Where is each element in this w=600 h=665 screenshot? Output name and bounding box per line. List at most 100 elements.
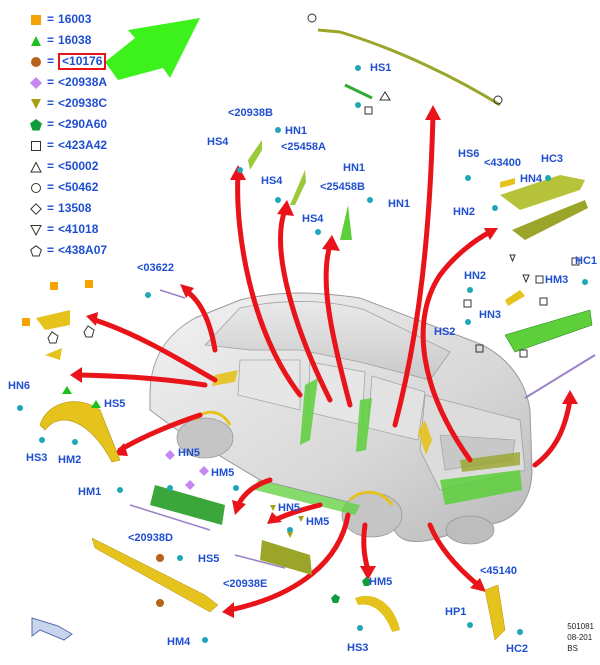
square-icon [30, 13, 42, 25]
pentagon-outline-icon [30, 244, 42, 257]
callout-20938d: <20938D [128, 532, 173, 544]
legend-row: =<20938C [30, 94, 107, 112]
legend-row: =<50002 [30, 157, 98, 175]
legend-equals: = [47, 201, 55, 215]
callout-hn1: HN1 [285, 125, 308, 137]
legend-row: =<423A42 [30, 136, 107, 154]
circle-outline-icon [30, 181, 42, 193]
callout-hm5: HM5 [369, 576, 393, 588]
red-arrows [77, 112, 573, 613]
diamond-outline-icon [30, 202, 42, 215]
callout-hs2: HS2 [434, 326, 456, 338]
triangle-outline-icon [30, 160, 42, 173]
legend-equals: = [47, 54, 55, 68]
callout-hn3: HN3 [479, 309, 502, 321]
view-direction-arrow [31, 617, 73, 641]
diamond-icon [30, 76, 42, 89]
callout-hs3: HS3 [26, 452, 48, 464]
callout-hm4: HM4 [167, 636, 191, 648]
callout-hm1: HM1 [78, 486, 102, 498]
callout-hn4: HN4 [520, 173, 543, 185]
callout-hm3: HM3 [545, 274, 569, 286]
legend-equals: = [47, 33, 55, 47]
part-symbols [22, 13, 580, 607]
callout-43400: <43400 [484, 157, 522, 169]
legend-code: <423A42 [58, 138, 108, 152]
highlight-arrow [105, 18, 200, 80]
callout-hm2: HM2 [58, 454, 82, 466]
legend-code: <41018 [58, 222, 99, 236]
legend-code: 16038 [58, 33, 92, 47]
legend-row: =<20938A [30, 73, 107, 91]
callout-hm5: HM5 [211, 467, 235, 479]
legend-code: <50462 [58, 180, 99, 194]
callout-hn2: HN2 [464, 270, 487, 282]
callout-hc1: HC1 [575, 255, 598, 267]
triangle-up-icon [30, 34, 42, 46]
callout-hc3: HC3 [541, 153, 564, 165]
legend-equals: = [47, 222, 55, 236]
legend-row: =13508 [30, 199, 91, 217]
callout-hn2: HN2 [453, 206, 476, 218]
callout-hs4: HS4 [302, 213, 324, 225]
legend-equals: = [47, 117, 55, 131]
legend-code-highlighted: <10176 [58, 52, 107, 70]
callout-hn1: HN1 [343, 162, 366, 174]
callout-hm5: HM5 [306, 516, 330, 528]
legend-code: <290A60 [58, 117, 108, 131]
callout-hn5: HN5 [278, 502, 301, 514]
callout-hn6: HN6 [8, 380, 31, 392]
callout-hs3: HS3 [347, 642, 369, 654]
callout-45140: <45140 [480, 565, 518, 577]
legend-equals: = [47, 96, 55, 110]
callout-25458b: <25458B [320, 181, 365, 193]
legend-row: =<290A60 [30, 115, 107, 133]
callout-hs4: HS4 [207, 136, 229, 148]
legend-code: <50002 [58, 159, 99, 173]
callout-hs5: HS5 [104, 398, 126, 410]
callout-25458a: <25458A [281, 141, 326, 153]
callout-hs4: HS4 [261, 175, 283, 187]
legend-code: <20938C [58, 96, 108, 110]
legend-code: <438A07 [58, 243, 108, 257]
clip-markers [17, 65, 588, 643]
triangle-down-icon [30, 97, 42, 109]
circle-icon [30, 55, 42, 67]
callout-hc2: HC2 [506, 643, 529, 655]
legend-row: =<50462 [30, 178, 98, 196]
triangle-down-outline-icon [30, 223, 42, 237]
parts [36, 28, 596, 641]
reference-number: 501081 [567, 622, 594, 631]
legend-equals: = [47, 138, 55, 152]
red-arrowheads [70, 105, 578, 618]
callout-hs5: HS5 [198, 553, 220, 565]
callout-hn1: HN1 [388, 198, 411, 210]
reference-date: 08-201 [567, 633, 593, 642]
callout-20938b: <20938B [228, 107, 273, 119]
legend-equals: = [47, 75, 55, 89]
pentagon-icon [30, 118, 42, 131]
legend-code: <20938A [58, 75, 108, 89]
legend-row: =<438A07 [30, 241, 107, 259]
reference-code: BS [567, 644, 578, 653]
drawing-reference: 501081 08-201 BS [567, 621, 594, 654]
legend-code: 16003 [58, 12, 92, 26]
legend-row: =<41018 [30, 220, 98, 238]
callout-hp1: HP1 [445, 606, 467, 618]
square-outline-icon [30, 139, 42, 151]
callout-hs6: HS6 [458, 148, 480, 160]
callout-20938e: <20938E [223, 578, 268, 590]
legend-equals: = [47, 12, 55, 26]
callout-hs1: HS1 [370, 62, 392, 74]
legend-equals: = [47, 159, 55, 173]
legend-equals: = [47, 243, 55, 257]
legend-row: =16003 [30, 10, 91, 28]
legend-row: =<10176 [30, 52, 107, 70]
callout-03622: <03622 [137, 262, 175, 274]
legend-row: =16038 [30, 31, 91, 49]
callout-hn5: HN5 [178, 447, 201, 459]
legend-equals: = [47, 180, 55, 194]
legend-code: 13508 [58, 201, 92, 215]
